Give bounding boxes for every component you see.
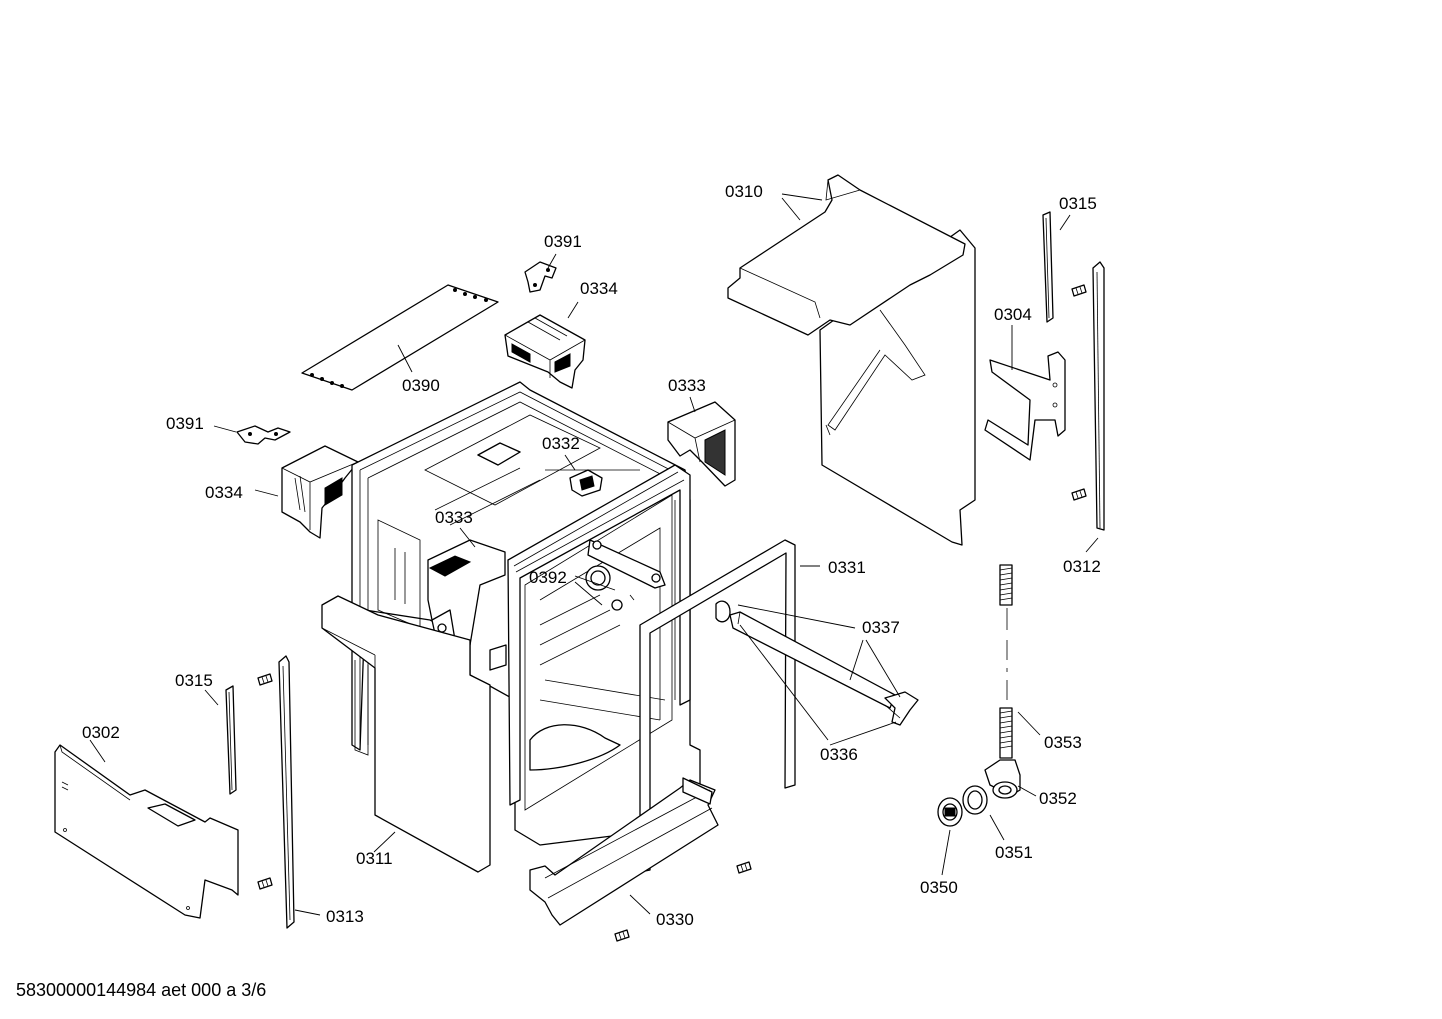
screw-icon xyxy=(1071,488,1087,501)
part-0330-bottom-bar xyxy=(529,777,719,926)
label-0315-top: 0315 xyxy=(1059,194,1097,213)
part-0334-mount-left xyxy=(281,445,359,539)
label-0310: 0310 xyxy=(725,182,763,201)
label-0391-left: 0391 xyxy=(166,414,204,433)
part-0315-strip-bottom xyxy=(225,685,237,795)
screw-icon xyxy=(736,861,752,874)
label-0336: 0336 xyxy=(820,745,858,764)
label-0351: 0351 xyxy=(995,843,1033,862)
label-0337: 0337 xyxy=(862,618,900,637)
label-0330: 0330 xyxy=(656,910,694,929)
part-0390-plate xyxy=(301,284,499,391)
label-0333-mid: 0333 xyxy=(435,508,473,527)
screw-icon xyxy=(614,929,630,942)
screw-icon xyxy=(257,673,273,686)
label-0392: 0392 xyxy=(529,568,567,587)
screw-icon xyxy=(257,877,273,890)
part-0312-strip-right xyxy=(1092,261,1105,531)
document-code: 58300000144984 aet 000 a 3/6 xyxy=(16,980,267,1000)
label-0315-bottom: 0315 xyxy=(175,671,213,690)
part-0313-strip-left xyxy=(278,655,295,929)
label-0353: 0353 xyxy=(1044,733,1082,752)
label-0334-left: 0334 xyxy=(205,483,243,502)
label-0304: 0304 xyxy=(994,305,1032,324)
part-0337-rail xyxy=(715,600,919,726)
part-0302-back-panel xyxy=(54,744,239,919)
label-0312: 0312 xyxy=(1063,557,1101,576)
part-0334-mount-top xyxy=(504,314,586,389)
part-0350-cap xyxy=(937,797,963,827)
part-0391-clip-top xyxy=(524,261,557,293)
part-0315-strip-top xyxy=(1042,211,1054,323)
label-0352: 0352 xyxy=(1039,789,1077,808)
label-0332: 0332 xyxy=(542,434,580,453)
part-0352-elbow xyxy=(984,759,1021,799)
part-0391-clip-left xyxy=(236,425,291,445)
label-0311: 0311 xyxy=(356,849,393,868)
part-0351-ring xyxy=(962,785,988,815)
leader-lines xyxy=(89,193,1099,916)
screw-icon xyxy=(1071,284,1087,297)
part-labels: 0310 0315 0391 0334 0304 0390 0333 0391 … xyxy=(82,182,1101,929)
part-0311-front-panel xyxy=(321,595,507,873)
screw-icon-group xyxy=(257,284,1087,942)
label-0334-top: 0334 xyxy=(580,279,618,298)
label-0350: 0350 xyxy=(920,878,958,897)
label-0333-right: 0333 xyxy=(668,376,706,395)
part-0353-hose xyxy=(999,564,1013,759)
part-0304-bracket xyxy=(984,351,1066,461)
label-0313: 0313 xyxy=(326,907,364,926)
label-0302: 0302 xyxy=(82,723,120,742)
part-0333-cover-right xyxy=(667,401,736,487)
label-0391-top: 0391 xyxy=(544,232,582,251)
label-0331: 0331 xyxy=(828,558,866,577)
label-0390: 0390 xyxy=(402,376,440,395)
part-0310-top-cover xyxy=(727,174,976,546)
